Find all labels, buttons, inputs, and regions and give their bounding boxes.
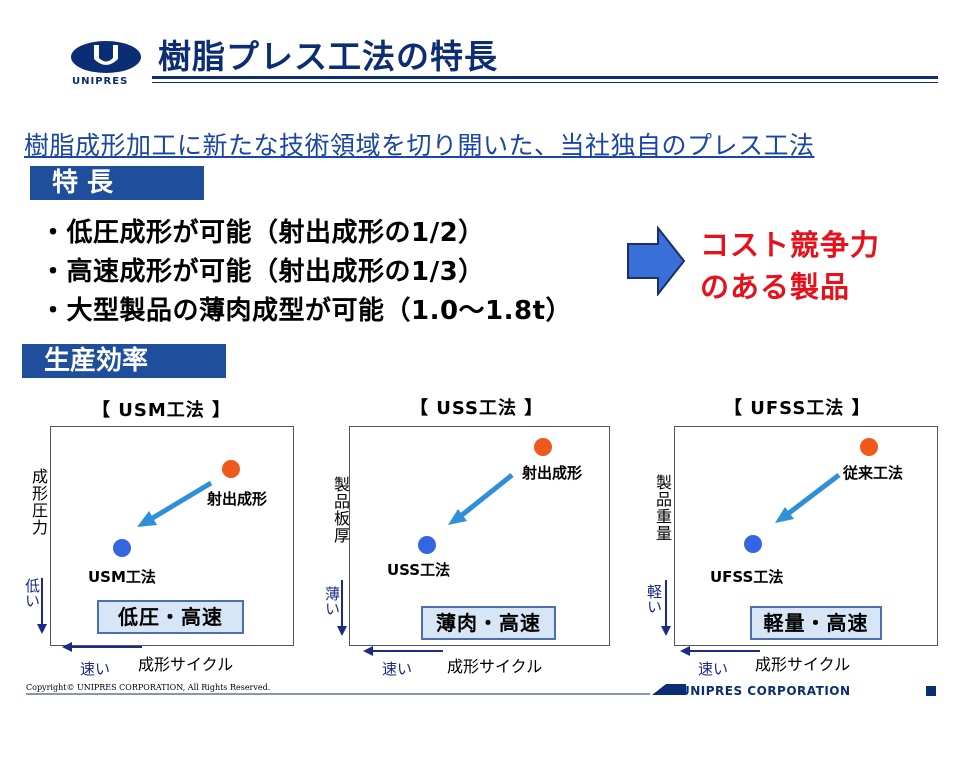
x-axis-label-uss: 成形サイクル xyxy=(447,657,543,676)
y-axis-label-uss: 製品板厚 xyxy=(331,476,350,544)
left-arrow-icon-ufss xyxy=(680,646,760,656)
subtitle: 樹脂成形加工に新たな技術領域を切り開いた、当社独自のプレス工法 xyxy=(24,131,815,160)
left-arrow-icon-uss xyxy=(363,646,443,656)
from-point-ufss xyxy=(860,438,878,456)
header-rule-thin xyxy=(152,82,938,83)
from-label-usm: 射出成形 xyxy=(207,490,268,508)
from-point-uss xyxy=(534,438,552,456)
to-label-ufss: UFSS工法 xyxy=(710,568,784,586)
from-label-uss: 射出成形 xyxy=(522,464,583,482)
x-axis-label-ufss: 成形サイクル xyxy=(755,655,851,674)
y-axis-label-ufss: 製品重量 xyxy=(653,474,672,542)
to-point-usm xyxy=(113,539,131,557)
down-arrow-icon-usm xyxy=(37,578,47,634)
x-fast-label-ufss: 速い xyxy=(698,660,729,678)
chart-plot-usm xyxy=(113,460,240,557)
trend-arrow-uss xyxy=(460,473,514,517)
x-fast-label-uss: 速い xyxy=(382,660,413,678)
right-arrow-icon xyxy=(627,226,686,296)
result-line-1: コスト競争力 xyxy=(700,228,881,262)
footer-rule xyxy=(26,684,686,695)
chart-plot-ufss xyxy=(744,438,878,553)
badge-ufss: 軽量・高速 xyxy=(750,606,882,640)
to-point-ufss xyxy=(744,535,762,553)
left-arrow-icon-usm xyxy=(62,642,142,652)
page-title: 樹脂プレス工法の特長 xyxy=(158,37,498,76)
trend-arrow-ufss xyxy=(787,473,841,515)
to-point-uss xyxy=(418,536,436,554)
y-low-label-usm: 低い xyxy=(23,578,41,608)
chart-title-ufss: 【 UFSS工法 】 xyxy=(724,398,871,419)
feature-item-1: ・低圧成形が可能（射出成形の1/2） xyxy=(40,218,485,248)
badge-uss: 薄肉・高速 xyxy=(421,606,556,640)
down-arrow-icon-uss xyxy=(337,580,347,636)
company-name: UNIPRES CORPORATION xyxy=(680,684,851,698)
from-label-ufss: 従来工法 xyxy=(843,464,904,482)
y-low-label-ufss: 軽い xyxy=(645,584,663,614)
copyright-text: Copyright© UNIPRES CORPORATION, All Righ… xyxy=(26,683,271,692)
chart-title-usm: 【 USM工法 】 xyxy=(92,400,232,421)
x-axis-label-usm: 成形サイクル xyxy=(138,655,234,674)
features-heading: 特 長 xyxy=(30,166,204,200)
header-rule-thick xyxy=(152,76,938,79)
chart-title-uss: 【 USS工法 】 xyxy=(410,398,544,419)
unipres-logo-icon xyxy=(71,41,141,73)
chart-plot-uss xyxy=(418,438,552,554)
efficiency-heading: 生産効率 xyxy=(22,344,226,378)
feature-item-3: ・大型製品の薄肉成型が可能（1.0～1.8t） xyxy=(40,296,573,326)
logo-text: UNIPRES xyxy=(72,76,129,87)
from-point-usm xyxy=(222,460,240,478)
x-fast-label-usm: 速い xyxy=(80,660,111,678)
badge-usm: 低圧・高速 xyxy=(97,600,244,634)
trend-arrow-usm xyxy=(149,480,213,522)
down-arrow-icon-ufss xyxy=(661,580,671,636)
to-label-usm: USM工法 xyxy=(88,568,156,586)
feature-item-2: ・高速成形が可能（射出成形の1/3） xyxy=(40,257,485,287)
to-label-uss: USS工法 xyxy=(387,561,451,579)
y-axis-label-usm: 成形圧力 xyxy=(29,468,48,536)
footer-square xyxy=(926,686,936,696)
y-low-label-uss: 薄い xyxy=(323,586,341,616)
result-line-2: のある製品 xyxy=(700,270,851,304)
